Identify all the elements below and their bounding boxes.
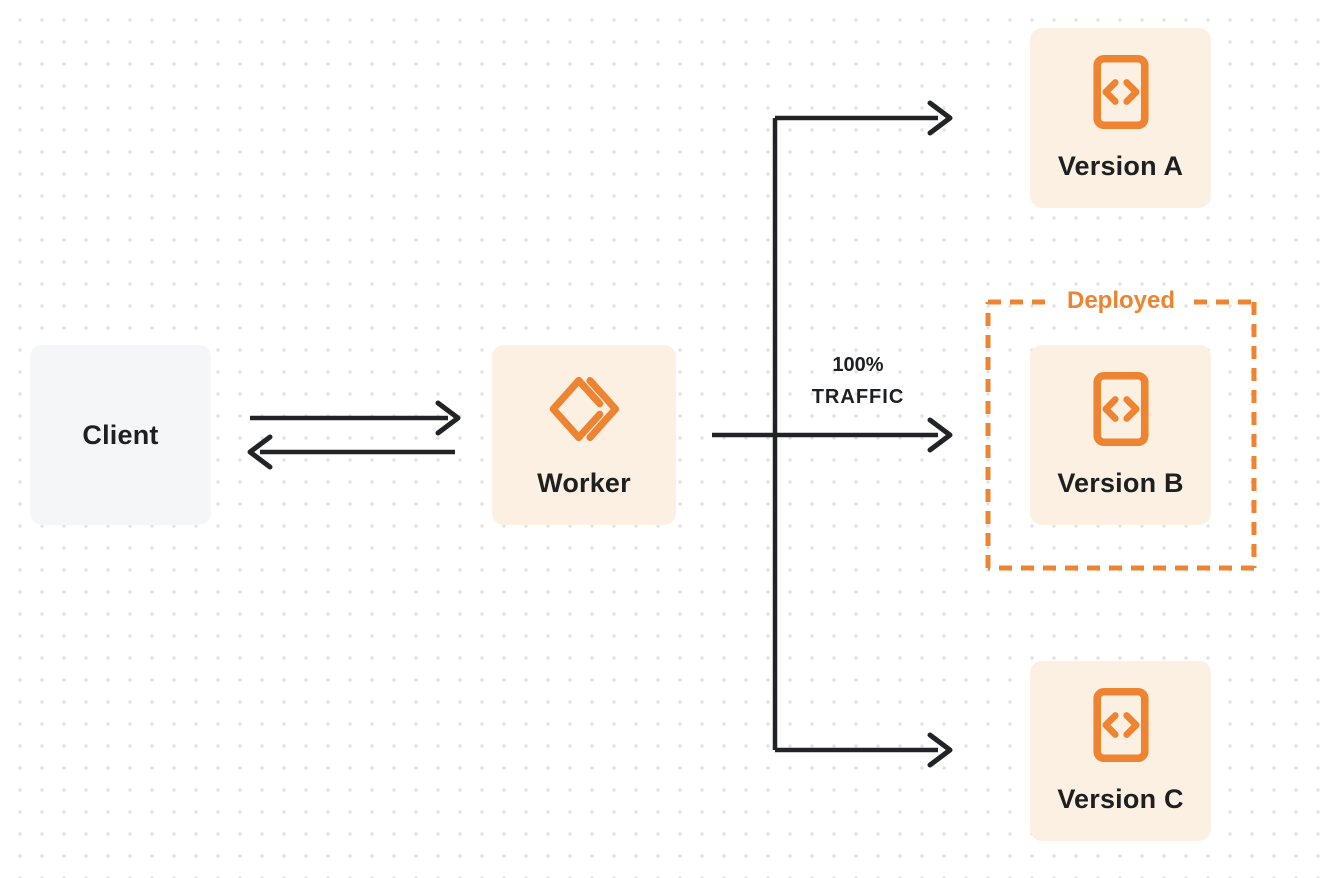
arrow-to-version-c — [775, 732, 953, 768]
node-version-a: Version A — [1030, 28, 1211, 208]
arrow-to-version-a — [775, 100, 953, 136]
code-file-icon — [1092, 54, 1150, 135]
code-file-icon — [1092, 687, 1150, 768]
version-b-label: Version B — [1057, 468, 1184, 498]
code-file-icon — [1092, 371, 1150, 452]
version-a-label: Version A — [1057, 151, 1184, 181]
arrow-client-to-worker — [250, 400, 461, 436]
node-version-b: Version B — [1030, 345, 1211, 525]
deployed-badge: Deployed — [1066, 287, 1176, 314]
worker-double-chevron-icon — [545, 371, 623, 452]
version-c-label: Version C — [1057, 784, 1184, 814]
arrow-to-version-b — [775, 417, 953, 453]
arrow-worker-to-client — [247, 434, 455, 470]
client-label: Client — [82, 419, 159, 450]
node-client: Client — [30, 345, 211, 525]
node-version-c: Version C — [1030, 661, 1211, 841]
traffic-annotation: 100% TRAFFIC — [772, 349, 944, 413]
traffic-annotation-line2: TRAFFIC — [811, 386, 905, 408]
worker-label: Worker — [537, 468, 631, 498]
fanout-trunk — [712, 118, 778, 750]
traffic-annotation-line1: 100% — [832, 354, 884, 376]
node-worker: Worker — [492, 345, 676, 525]
